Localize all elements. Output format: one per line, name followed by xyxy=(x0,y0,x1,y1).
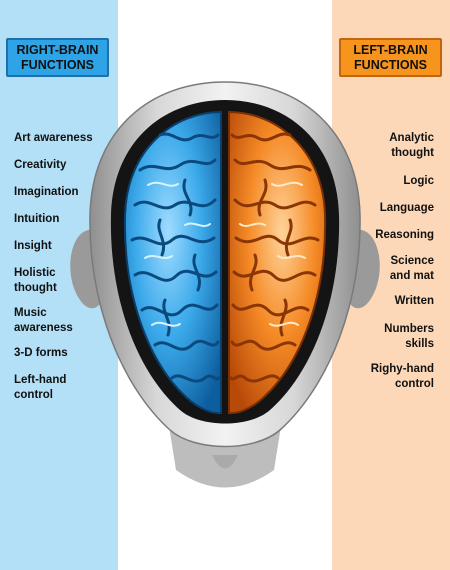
right-fn-creativity: Creativity xyxy=(14,158,66,173)
left-fn-label-line2: control xyxy=(395,377,434,390)
right-fn-label: Left-hand xyxy=(14,374,67,386)
right-fn-intuition: Intuition xyxy=(14,212,59,227)
right-fn-left-hand-control: Left-hand control xyxy=(14,373,66,402)
right-fn-label: Holistic xyxy=(14,267,56,279)
left-fn-numbers-skills: Numbers skills xyxy=(384,322,434,351)
left-fn-science-and-math: Science and mat xyxy=(390,254,434,283)
right-fn-insight: Insight xyxy=(14,239,52,254)
left-fn-label: Written xyxy=(394,295,434,307)
left-hemisphere-folds xyxy=(229,132,320,383)
left-fn-label: Numbers xyxy=(384,323,434,335)
right-fn-holistic-thought: Holistic thought xyxy=(14,266,57,295)
right-hemisphere-highlights xyxy=(144,181,211,327)
right-fn-label: Intuition xyxy=(14,213,60,225)
right-fn-label-line2: control xyxy=(14,388,53,401)
right-fn-label: Art awareness xyxy=(14,132,93,144)
nose-shape xyxy=(212,455,238,469)
right-fn-label: Music xyxy=(14,307,47,319)
right-fn-label: 3-D forms xyxy=(14,347,68,359)
left-brain-title: LEFT-BRAIN FUNCTIONS xyxy=(339,38,442,77)
left-fn-logic: Logic xyxy=(403,174,434,189)
right-fn-art-awareness: Art awareness xyxy=(14,131,93,146)
left-fn-language: Language xyxy=(380,201,434,216)
right-hemisphere-folds xyxy=(130,132,221,383)
right-brain-title: RIGHT-BRAIN FUNCTIONS xyxy=(6,38,109,77)
left-fn-label-line2: thought xyxy=(391,146,434,159)
right-fn-label: Imagination xyxy=(14,186,79,198)
left-fn-reasoning: Reasoning xyxy=(375,228,434,243)
right-fn-label: Insight xyxy=(14,240,52,252)
right-brain-title-line1: RIGHT-BRAIN xyxy=(16,42,99,57)
left-fn-label: Science xyxy=(390,255,434,267)
left-fn-label: Language xyxy=(379,202,434,214)
right-brain-function-list: Art awareness Creativity Imagination Int… xyxy=(0,0,118,570)
left-fn-label: Logic xyxy=(403,175,434,187)
left-fn-label-line2: and mat xyxy=(389,269,434,282)
right-fn-label-line2: thought xyxy=(14,281,57,294)
right-brain-title-line2: FUNCTIONS xyxy=(21,57,94,72)
right-fn-music-awareness: Music awareness xyxy=(14,306,73,335)
right-fn-3d-forms: 3-D forms xyxy=(14,346,68,361)
right-fn-label-line2: awareness xyxy=(14,321,73,334)
right-fn-label: Creativity xyxy=(14,159,67,171)
left-fn-label: Reasoning xyxy=(375,229,434,241)
left-fn-label: Righy-hand xyxy=(370,363,434,375)
left-brain-function-list: Analytic thought Logic Language Reasonin… xyxy=(332,0,450,570)
left-brain-title-line1: LEFT-BRAIN xyxy=(353,42,428,57)
left-hemisphere-highlights xyxy=(239,181,306,327)
left-fn-analytic-thought: Analytic thought xyxy=(389,131,434,160)
left-fn-right-hand-control: Righy-hand control xyxy=(371,362,434,391)
left-brain-title-line2: FUNCTIONS xyxy=(354,57,427,72)
right-fn-imagination: Imagination xyxy=(14,185,79,200)
left-fn-written: Written xyxy=(395,294,434,309)
left-fn-label: Analytic xyxy=(389,132,434,144)
left-fn-label-line2: skills xyxy=(405,337,434,350)
